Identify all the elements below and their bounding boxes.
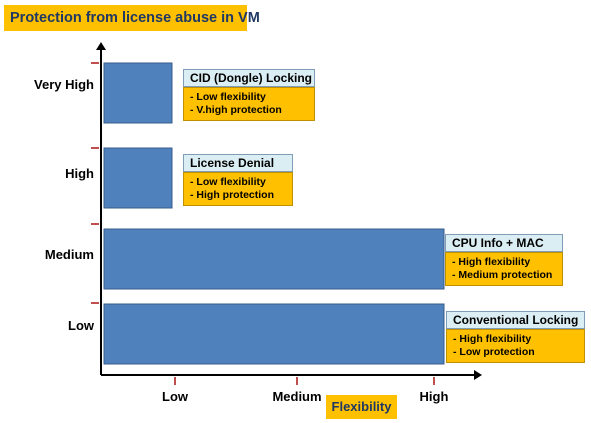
y-tick-label-high: High	[65, 166, 94, 181]
x-ticks-group: Low Medium High	[162, 377, 448, 404]
annotation-body: - Low flexibility- V.high protection	[183, 87, 315, 121]
annotation-low: Conventional Locking- High flexibility- …	[446, 311, 585, 363]
annotation-heading: CPU Info + MAC	[445, 234, 563, 252]
bar-medium	[103, 228, 445, 290]
bar-high	[103, 147, 173, 209]
annotation-body: - Low flexibility- High protection	[183, 172, 293, 206]
annotation-very-high: CID (Dongle) Locking- Low flexibility- V…	[183, 69, 315, 121]
annotation-body: - High flexibility- Low protection	[446, 329, 585, 363]
annotation-line: - Low flexibility	[190, 91, 266, 103]
x-axis-arrow	[474, 370, 482, 380]
annotation-body: - High flexibility- Medium protection	[445, 252, 563, 286]
annotation-heading: License Denial	[183, 154, 293, 172]
annotation-line: - High protection	[190, 189, 274, 201]
annotation-heading: Conventional Locking	[446, 311, 585, 329]
annotation-line: - High flexibility	[453, 333, 532, 345]
annotation-line: - High flexibility	[452, 256, 531, 268]
annotation-heading: CID (Dongle) Locking	[183, 69, 315, 87]
bar-very-high	[103, 62, 173, 124]
x-tick-label-high: High	[420, 389, 449, 404]
annotation-high: License Denial- Low flexibility- High pr…	[183, 154, 293, 206]
annotation-medium: CPU Info + MAC- High flexibility- Medium…	[445, 234, 563, 286]
y-axis-arrow	[96, 42, 106, 50]
y-tick-label-very-high: Very High	[34, 77, 94, 92]
x-axis-label: Flexibility	[326, 395, 397, 419]
bars-group	[103, 62, 445, 365]
y-tick-label-low: Low	[68, 318, 95, 333]
axes-group	[96, 42, 482, 380]
annotation-line: - V.high protection	[190, 104, 282, 116]
x-tick-label-medium: Medium	[272, 389, 321, 404]
x-tick-label-low: Low	[162, 389, 189, 404]
annotation-line: - Low flexibility	[190, 176, 266, 188]
annotation-line: - Low protection	[453, 346, 535, 358]
chart-title: Protection from license abuse in VM	[4, 5, 260, 31]
annotation-line: - Medium protection	[452, 269, 553, 281]
y-tick-label-medium: Medium	[45, 247, 94, 262]
bar-low	[103, 303, 445, 365]
